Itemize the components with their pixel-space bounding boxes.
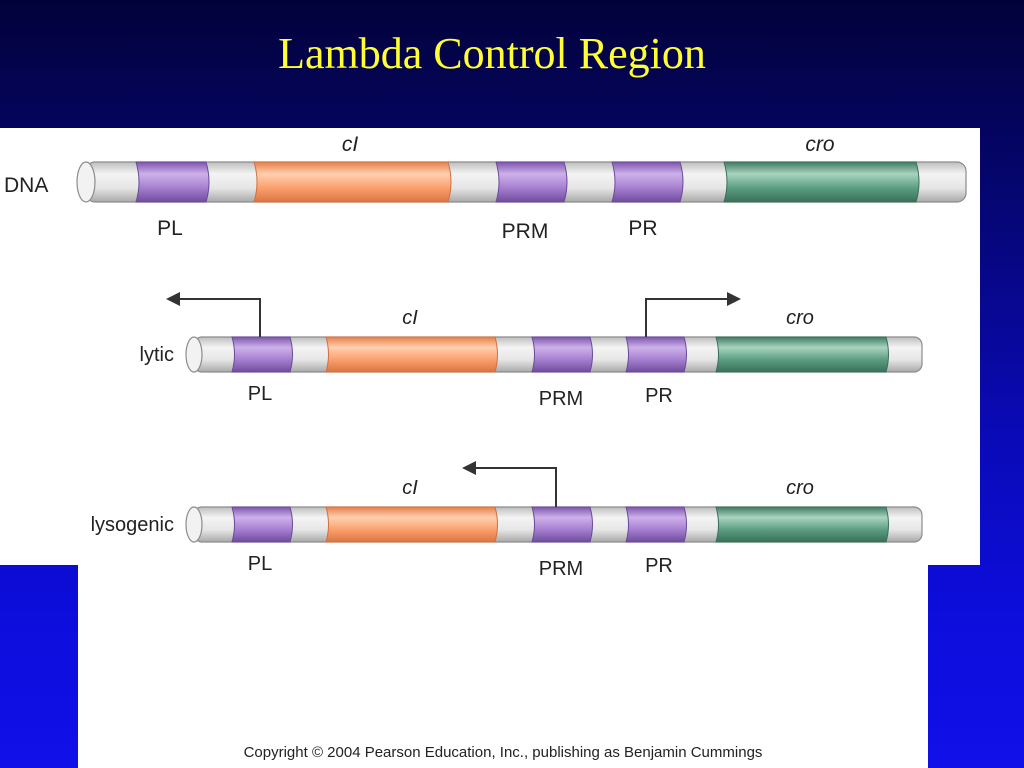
row-label-lytic: lytic	[140, 344, 174, 366]
pr-transcription-arrow	[645, 292, 741, 337]
cro-gene-segment	[715, 506, 889, 543]
prm-transcription-arrow	[462, 461, 557, 507]
slide-title: Lambda Control Region	[278, 29, 706, 78]
lysogenic-row: lysogenic cI cro PL PRM PR	[91, 461, 923, 580]
prm-promoter-segment	[531, 506, 593, 543]
row-label-dna: DNA	[4, 174, 48, 197]
pr-promoter-segment	[611, 161, 684, 203]
ci-gene-segment	[325, 506, 498, 543]
prm-label: PRM	[539, 558, 583, 580]
cro-gene-segment	[715, 336, 889, 373]
pr-promoter-segment	[625, 506, 687, 543]
cro-gene-segment	[723, 161, 920, 203]
pl-promoter-segment	[231, 336, 293, 373]
cro-gene-label: cro	[786, 307, 814, 329]
diagram-panel-lower	[78, 565, 928, 768]
ci-gene-label: cI	[402, 477, 418, 499]
prm-promoter-segment	[495, 161, 568, 203]
prm-label: PRM	[539, 388, 583, 410]
pl-promoter-segment	[135, 161, 210, 203]
pr-label: PR	[628, 217, 657, 240]
pl-label: PL	[248, 383, 272, 405]
dna-row: DNA cI cro PL PRM PR	[4, 133, 967, 243]
pl-transcription-arrow	[166, 292, 261, 337]
row-label-lysogenic: lysogenic	[91, 514, 174, 536]
cro-gene-label: cro	[805, 133, 834, 156]
prm-label: PRM	[502, 220, 549, 243]
copyright-notice: Copyright © 2004 Pearson Education, Inc.…	[243, 744, 763, 761]
ci-gene-label: cI	[402, 307, 418, 329]
pl-promoter-segment	[231, 506, 293, 543]
prm-promoter-segment	[531, 336, 593, 373]
pl-label: PL	[248, 553, 272, 575]
pl-label: PL	[157, 217, 183, 240]
pr-label: PR	[645, 555, 673, 577]
pr-label: PR	[645, 385, 673, 407]
ci-gene-segment	[325, 336, 498, 373]
pr-promoter-segment	[625, 336, 687, 373]
ci-gene-segment	[253, 161, 452, 203]
ci-gene-label: cI	[342, 133, 359, 156]
lytic-row: lytic cI cro PL PRM PR	[140, 292, 923, 410]
cro-gene-label: cro	[786, 477, 814, 499]
